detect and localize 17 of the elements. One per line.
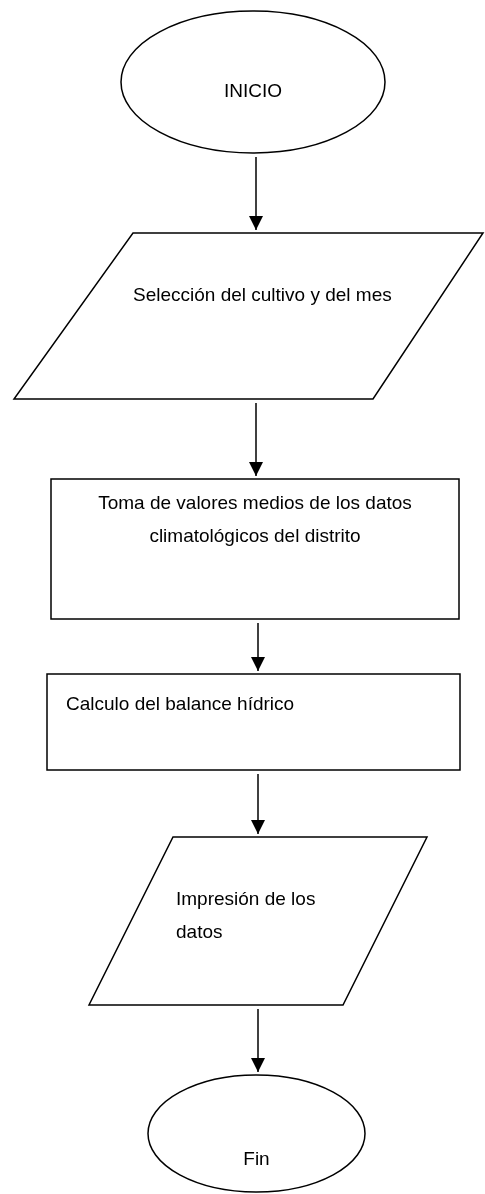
input-output-parallelogram: [88, 836, 428, 1006]
terminator-ellipse: [147, 1074, 366, 1193]
terminator-ellipse: [120, 10, 386, 154]
process-box: [46, 673, 461, 771]
node-label: Selección del cultivo y del mes: [133, 283, 393, 307]
arrow: [251, 622, 265, 672]
process-box: [50, 478, 460, 620]
arrow: [251, 773, 265, 835]
node-label: Impresión de los datos: [176, 887, 317, 944]
node-label: Calculo del balance hídrico: [66, 692, 296, 716]
node-label: INICIO: [222, 79, 284, 103]
arrow: [251, 1008, 265, 1073]
node-label: Toma de valores medios de los datos climatológicos del distrito: [97, 491, 413, 548]
node-label: Fin: [242, 1147, 271, 1171]
arrow: [249, 402, 263, 477]
input-output-parallelogram: [13, 232, 484, 400]
arrow: [249, 156, 263, 231]
